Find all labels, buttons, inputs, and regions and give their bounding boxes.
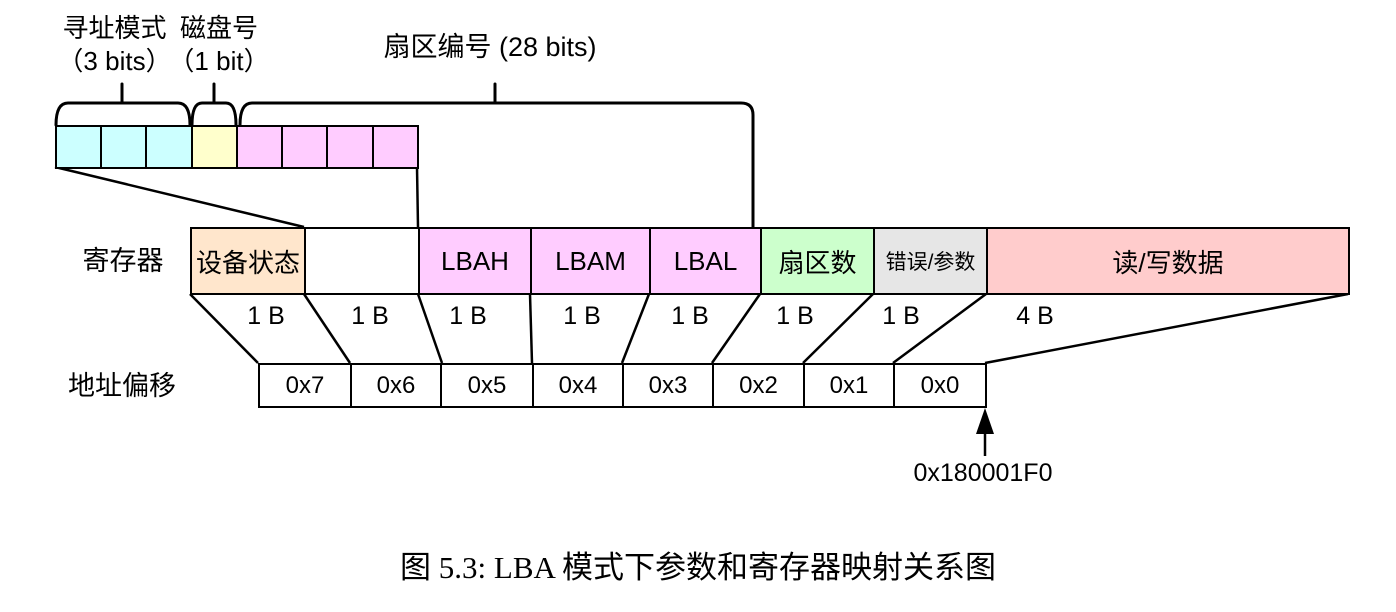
offset-cell-0x0: 0x0 <box>893 363 987 408</box>
offset-cell-0x6: 0x6 <box>350 363 442 408</box>
bit-cell-mode-2 <box>145 125 193 169</box>
size-label-0x6: 1 B <box>351 302 389 330</box>
disk-number-title: 磁盘号 <box>179 13 258 43</box>
addressing-mode-label: 寻址模式 （3 bits） <box>32 12 197 78</box>
offset-cell-0x2: 0x2 <box>712 363 805 408</box>
size-label-0x1: 1 B <box>882 302 920 330</box>
bit-cell-sector-1 <box>281 125 328 169</box>
bit-cell-sector-3 <box>372 125 419 169</box>
brace-addressing-mode <box>54 82 192 127</box>
register-empty <box>304 227 420 295</box>
register-error-feature: 错误/参数 <box>873 227 988 295</box>
size-label-0x5: 1 B <box>449 302 487 330</box>
register-row-label: 寄存器 <box>82 246 164 276</box>
sector-number-label: 扇区编号 (28 bits) <box>383 32 597 62</box>
bit-cell-mode-1 <box>100 125 147 169</box>
addressing-mode-title: 寻址模式 <box>62 13 167 43</box>
register-lbal: LBAL <box>649 227 762 295</box>
size-label-0x7: 1 B <box>247 302 285 330</box>
size-label-0x3: 1 B <box>671 302 709 330</box>
offset-cell-0x5: 0x5 <box>440 363 534 408</box>
register-lbam: LBAM <box>530 227 651 295</box>
offset-row-label: 地址偏移 <box>68 371 176 401</box>
register-to-offset-connectors <box>189 292 1349 365</box>
brace-disk-number <box>190 82 238 127</box>
size-label-0x0: 4 B <box>1016 302 1054 330</box>
register-rw-data: 读/写数据 <box>986 227 1350 295</box>
up-arrow-icon <box>976 408 994 456</box>
bitrow-to-register-connectors <box>54 165 420 229</box>
register-device-status: 设备状态 <box>190 227 306 295</box>
figure-caption: 图 5.3: LBA 模式下参数和寄存器映射关系图 <box>400 550 996 585</box>
bit-cell-sector-0 <box>236 125 283 169</box>
bit-cell-disk <box>191 125 238 169</box>
offset-cell-0x1: 0x1 <box>803 363 895 408</box>
offset-cell-0x3: 0x3 <box>622 363 714 408</box>
register-sector-count: 扇区数 <box>760 227 875 295</box>
port-address-value: 0x180001F0 <box>913 459 1053 487</box>
size-label-0x2: 1 B <box>776 302 814 330</box>
bit-cell-sector-2 <box>326 125 374 169</box>
register-lbah: LBAH <box>418 227 532 295</box>
disk-number-label: 磁盘号 （1 bit） <box>149 12 289 78</box>
disk-number-bits: （1 bit） <box>168 46 270 76</box>
offset-cell-0x4: 0x4 <box>532 363 624 408</box>
offset-cell-0x7: 0x7 <box>258 363 352 408</box>
brace-sector-number <box>238 82 755 229</box>
bit-cell-mode-0 <box>55 125 102 169</box>
addressing-mode-bits: （3 bits） <box>57 46 172 76</box>
size-label-0x4: 1 B <box>563 302 601 330</box>
